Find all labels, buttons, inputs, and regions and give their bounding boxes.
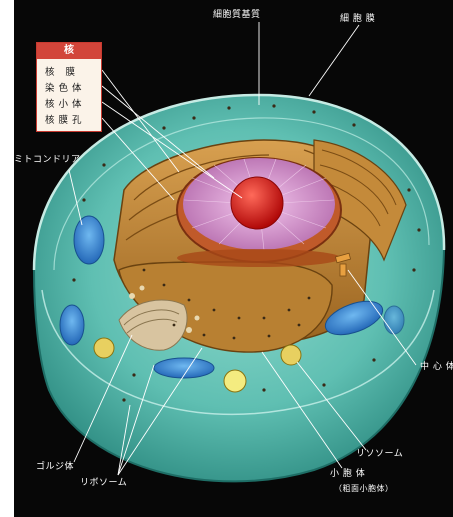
legend-title: 核 bbox=[37, 43, 101, 59]
legend-item-chromosome: 染色体 bbox=[45, 80, 86, 94]
nucleolus bbox=[231, 177, 283, 229]
label-ribosome: リボソーム bbox=[80, 478, 127, 489]
legend-item-nuclear-membrane: 核 膜 bbox=[45, 64, 79, 78]
label-centrosome: 中 心 体 bbox=[420, 362, 453, 373]
nucleus-legend: 核 核 膜 染色体 核小体 核膜孔 bbox=[36, 42, 102, 132]
label-er: 小 胞 体 bbox=[330, 469, 365, 480]
label-er-rough: （粗面小胞体） bbox=[334, 483, 394, 494]
label-golgi: ゴルジ体 bbox=[36, 462, 74, 473]
label-cytoplasmic-matrix: 細胞質基質 bbox=[213, 10, 261, 21]
label-mitochondria: ミトコンドリア bbox=[14, 155, 81, 166]
label-lysosome: リソソーム bbox=[356, 449, 403, 460]
label-cell-membrane: 細 胞 膜 bbox=[340, 14, 375, 25]
legend-item-nucleolus: 核小体 bbox=[45, 96, 86, 110]
legend-item-nuclear-pore: 核膜孔 bbox=[45, 112, 86, 126]
